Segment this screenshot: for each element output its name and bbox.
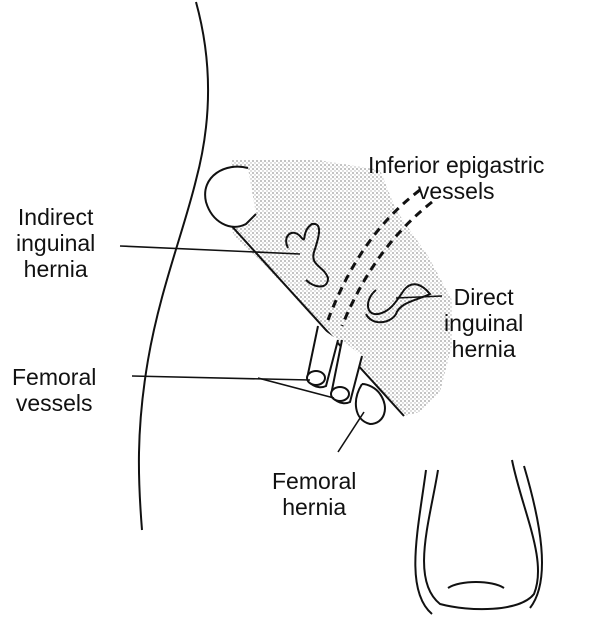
leader-femoral-hernia [338,412,364,452]
label-indirect-inguinal-hernia: Indirect inguinal hernia [16,204,95,282]
body-outline [139,2,208,530]
label-direct-inguinal-hernia: Direct inguinal hernia [444,284,523,362]
label-femoral-hernia: Femoral hernia [272,468,356,520]
scrotum-base [448,582,504,588]
thumb [205,167,256,227]
label-femoral-vessels: Femoral vessels [12,364,96,416]
leader-femoral-vessels-top [132,376,310,380]
label-inferior-epigastric-vessels: Inferior epigastric vessels [368,152,544,204]
scrotum-outline [424,460,538,609]
